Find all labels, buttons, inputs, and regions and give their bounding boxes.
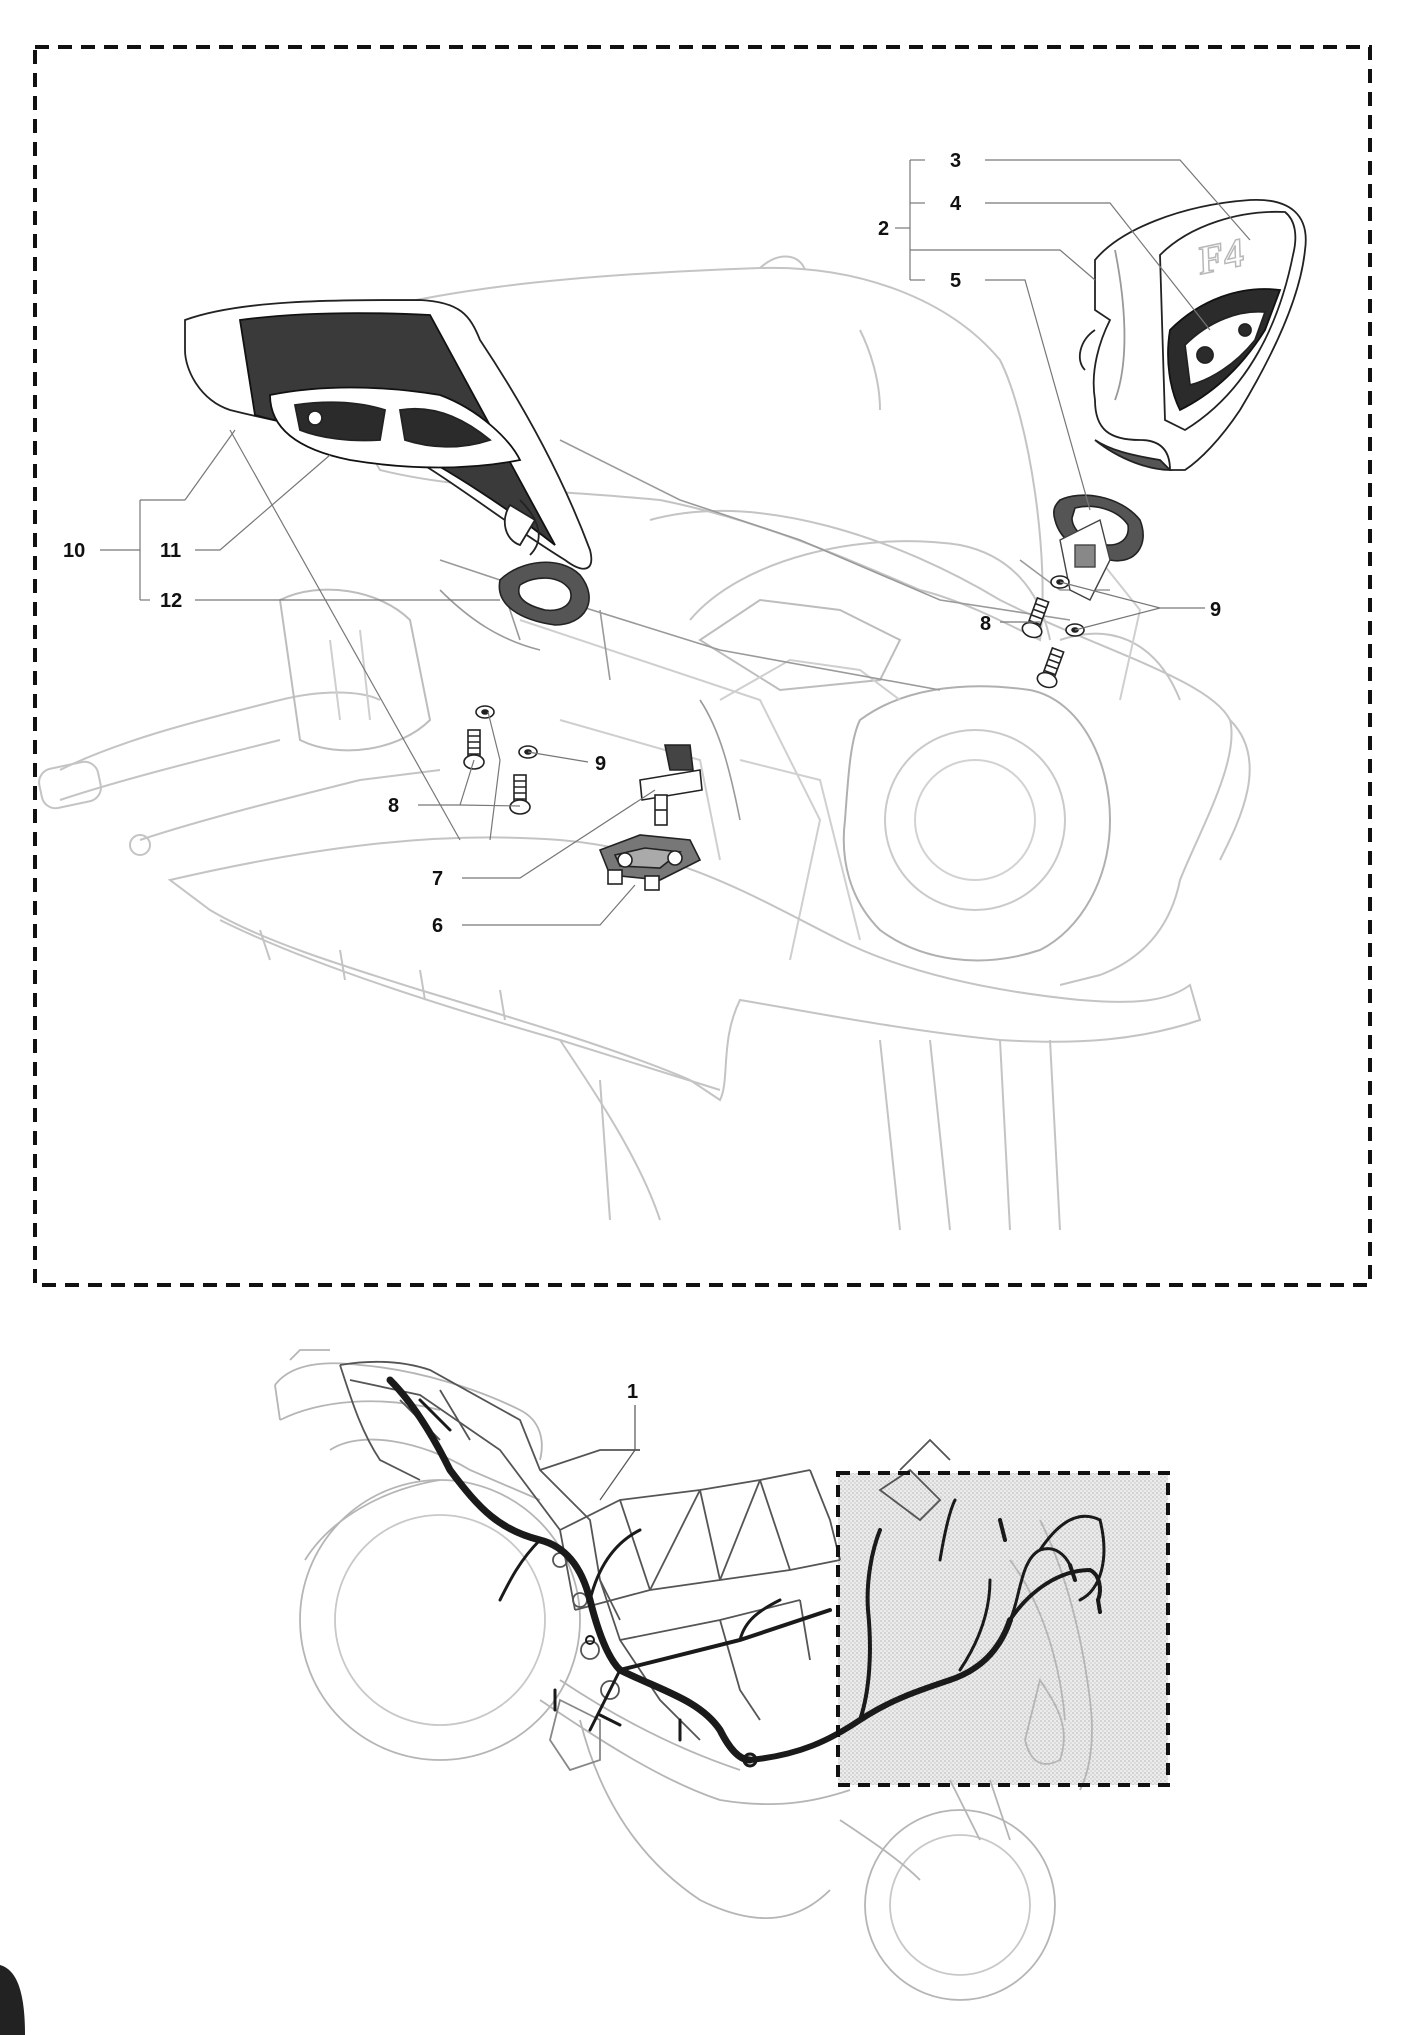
callout-1: 1 [627,1381,638,1403]
right-bolts [1021,575,1085,689]
callout-11: 11 [160,540,181,562]
front-fairing-drawing [38,255,1251,1231]
mounting-bracket-lines [439,439,1110,821]
left-bolts [463,705,538,815]
upper-detail-frame [33,45,1372,1287]
front-harness-detail-area [838,1473,1168,1785]
callout-9-left: 9 [595,753,606,775]
right-mirror-assembly [1078,199,1307,471]
callout-5: 5 [950,270,961,292]
leader-lines [100,159,1251,926]
main-wiring-harness [386,1376,1106,1768]
callout-7: 7 [432,868,443,890]
callout-8-right: 8 [980,613,991,635]
callout-4: 4 [950,193,962,215]
part-6-bracket [598,834,702,891]
callout-8-left: 8 [388,795,399,817]
left-mirror-gasket [498,561,590,626]
left-mirror-assembly [184,299,593,570]
mirror-emblem-text: F4 [1192,229,1248,283]
callout-10: 10 [63,540,85,562]
callout-labels: 2 3 4 5 8 9 10 11 12 9 8 7 6 [63,150,1221,937]
right-mirror-mount [1059,518,1111,601]
callout-6: 6 [432,915,443,937]
callout-12: 12 [160,590,182,612]
motorcycle-outline [274,1349,1093,2001]
callout-9-right: 9 [1210,599,1221,621]
page-edge-tab [0,1965,25,2035]
leader-line-1 [599,1405,636,1501]
lower-detail-frame [836,1471,1170,1787]
callout-3: 3 [950,150,961,172]
part-7-stud [639,744,703,826]
callout-2: 2 [878,218,889,240]
